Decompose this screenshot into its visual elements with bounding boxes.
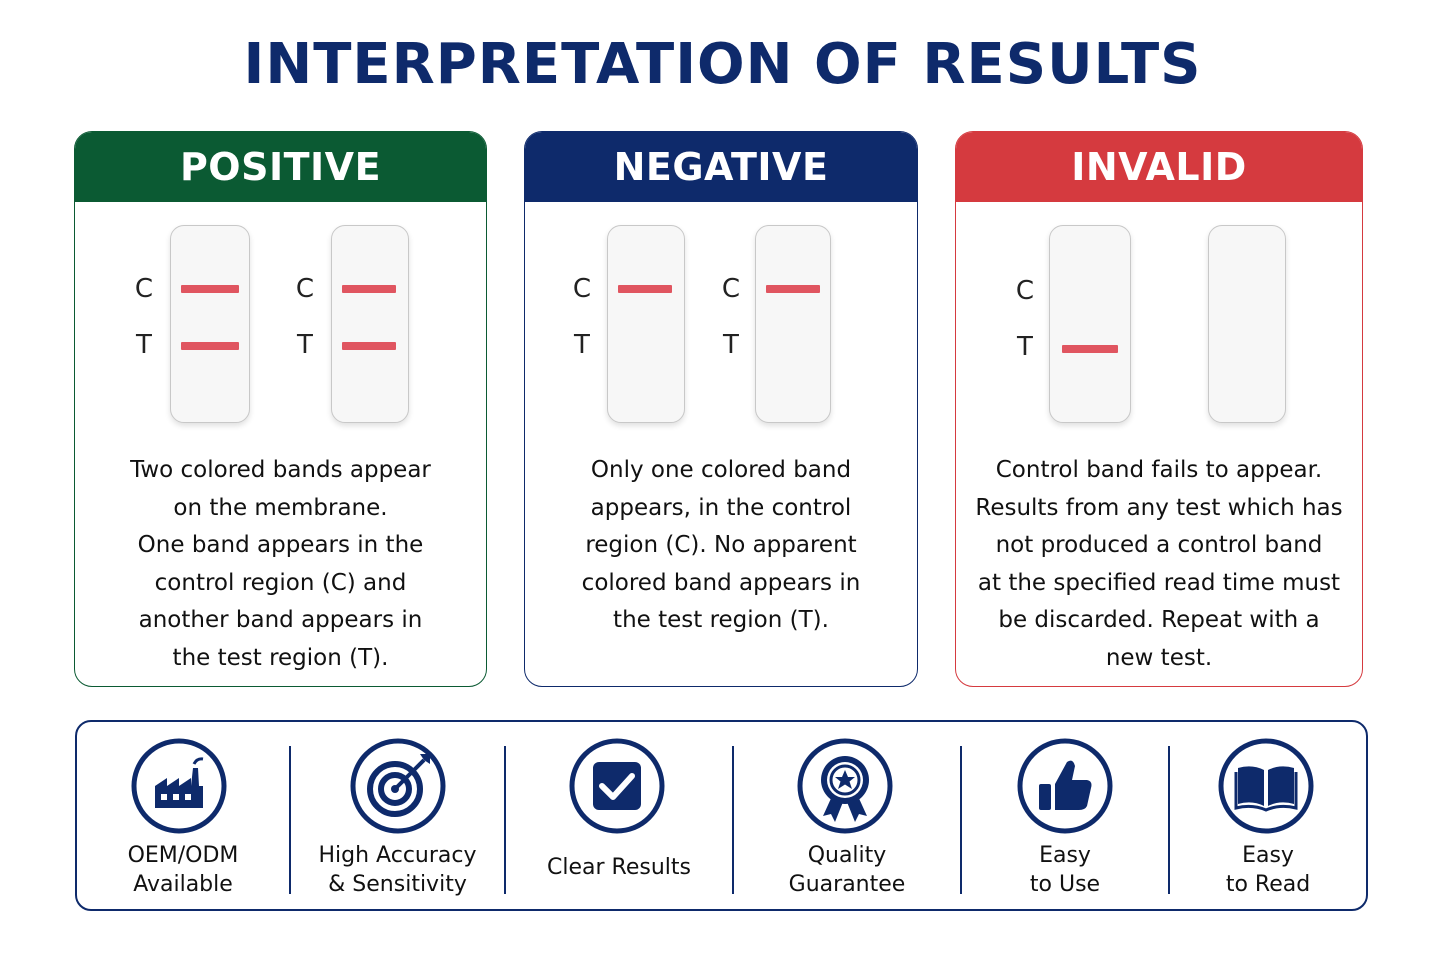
test-strip: [331, 225, 409, 423]
features-bar: OEM/ODM Available High Accuracy & Sensit…: [75, 720, 1368, 911]
feature-label: Quality Guarantee: [788, 843, 906, 897]
test-strip: [170, 225, 250, 423]
positive-header: POSITIVE: [75, 132, 486, 202]
page-title: INTERPRETATION OF RESULTS: [243, 32, 1202, 97]
test-band: [181, 342, 239, 350]
divider: [960, 746, 962, 894]
control-label: C: [295, 274, 315, 304]
divider: [289, 746, 291, 894]
test-strip: [1049, 225, 1131, 423]
feature-easy-to-read: Easy to Read: [1170, 722, 1366, 909]
positive-card: POSITIVE C T C T Two colored bands appea…: [74, 131, 487, 687]
feature-label: Easy to Use: [1029, 843, 1101, 897]
thumbs-up-icon: [1017, 738, 1113, 834]
feature-clear-results: Clear Results: [506, 722, 732, 909]
feature-accuracy: High Accuracy & Sensitivity: [291, 722, 504, 909]
negative-header: NEGATIVE: [525, 132, 917, 202]
test-strip: [607, 225, 685, 423]
control-band: [342, 285, 396, 293]
divider: [732, 746, 734, 894]
feature-label: High Accuracy & Sensitivity: [318, 843, 477, 897]
control-band: [766, 285, 820, 293]
feature-label: OEM/ODM Available: [127, 843, 239, 897]
control-label: C: [721, 274, 741, 304]
feature-oem-odm: OEM/ODM Available: [77, 722, 289, 909]
test-label: T: [1017, 332, 1033, 362]
blank-test-strip: [1208, 225, 1286, 423]
test-band: [342, 342, 396, 350]
invalid-description: Control band fails to appear. Results fr…: [975, 457, 1343, 671]
feature-quality: Quality Guarantee: [734, 722, 960, 909]
invalid-card: INVALID C T Control band fails to appear…: [955, 131, 1363, 687]
test-band: [1062, 345, 1118, 353]
negative-card: NEGATIVE C T C T Only one colored band a…: [524, 131, 918, 687]
open-book-icon: [1218, 738, 1314, 834]
divider: [1168, 746, 1170, 894]
control-band: [181, 285, 239, 293]
test-label: T: [297, 330, 313, 360]
invalid-header: INVALID: [956, 132, 1362, 202]
test-label: T: [723, 330, 739, 360]
checkbox-icon: [569, 738, 665, 834]
target-icon: [350, 738, 446, 834]
feature-label: Clear Results: [547, 855, 691, 880]
test-label: T: [136, 330, 152, 360]
divider: [504, 746, 506, 894]
feature-easy-to-use: Easy to Use: [962, 722, 1168, 909]
negative-description: Only one colored band appears, in the co…: [581, 457, 861, 634]
factory-icon: [131, 738, 227, 834]
control-band: [618, 285, 672, 293]
award-badge-icon: [797, 738, 893, 834]
feature-label: Easy to Read: [1225, 843, 1311, 897]
test-strip: [755, 225, 831, 423]
test-label: T: [574, 330, 590, 360]
positive-description: Two colored bands appear on the membrane…: [130, 457, 431, 671]
control-label: C: [1015, 276, 1035, 306]
control-label: C: [134, 274, 154, 304]
control-label: C: [572, 274, 592, 304]
